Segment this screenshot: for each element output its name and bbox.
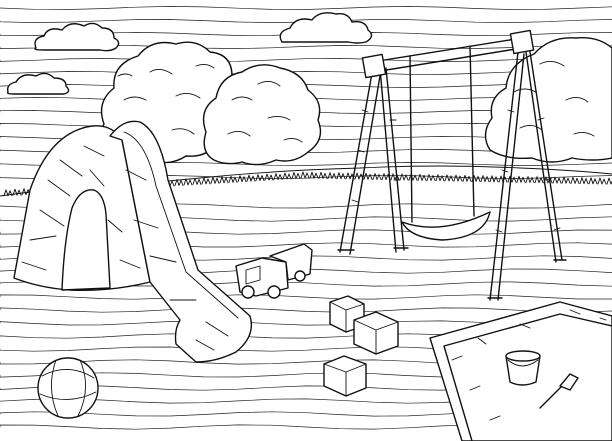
grass-tuft — [427, 175, 435, 181]
grass-tuft — [202, 178, 210, 184]
grass-tuft — [292, 173, 300, 179]
grass-tuft — [247, 175, 255, 181]
grass-tuft — [319, 172, 327, 178]
grass-tuft — [184, 179, 192, 185]
toy-bucket — [506, 351, 540, 385]
grass-tuft — [400, 174, 408, 180]
cloud-left — [35, 23, 119, 50]
grass-tuft — [193, 178, 201, 184]
grass-tuft — [418, 174, 426, 180]
grass-tuft — [328, 173, 336, 179]
grass-tuft — [211, 177, 219, 183]
bush-tree-center — [204, 65, 321, 165]
grass-tuft — [409, 174, 417, 180]
bush-tree-right — [485, 38, 612, 162]
grass-tuft — [391, 174, 399, 180]
grass-tuft — [571, 177, 579, 183]
grass-tuft — [445, 175, 453, 181]
grass-tuft — [337, 173, 345, 179]
toy-block-bottom — [324, 356, 366, 396]
grass-tuft — [229, 176, 237, 182]
sky-hatch-line — [0, 19, 612, 22]
ground-hatch-line — [0, 295, 612, 299]
grass-tuft — [175, 180, 183, 186]
grass-tuft — [490, 176, 498, 182]
grass-tuft — [598, 178, 606, 184]
grass-tuft — [364, 173, 372, 179]
grass-tuft — [220, 177, 228, 183]
grass-tuft — [13, 189, 21, 195]
cloud-center — [280, 13, 371, 43]
cloud-small-left — [8, 73, 69, 94]
grass-tuft — [238, 176, 246, 182]
grass-tuft — [256, 175, 264, 181]
grass-tuft — [310, 172, 318, 178]
grass-tuft — [346, 173, 354, 179]
beach-ball — [38, 358, 98, 418]
grass-tuft — [373, 174, 381, 180]
grass-tuft — [274, 174, 282, 180]
grass-tuft — [22, 189, 30, 195]
sky-hatch-line — [0, 6, 612, 9]
grass-tuft — [463, 175, 471, 181]
swing-set — [338, 30, 566, 300]
grass-tuft — [517, 176, 525, 182]
grass-tuft — [562, 177, 570, 183]
grass-tuft — [481, 176, 489, 182]
grass-tuft — [436, 175, 444, 181]
grass-tuft — [508, 176, 516, 182]
grass-tuft — [544, 177, 552, 183]
grass-tuft — [607, 178, 612, 184]
grass-tuft — [526, 177, 534, 183]
toy-block-front — [354, 312, 398, 354]
grass-tuft — [580, 178, 588, 184]
slide — [14, 121, 251, 362]
toy-truck — [236, 244, 312, 298]
grass-tuft — [535, 177, 543, 183]
grass-tuft — [553, 177, 561, 183]
grass-tuft — [454, 175, 462, 181]
grass-tuft — [4, 190, 12, 196]
grass-tuft — [283, 173, 291, 179]
grass-tuft — [382, 174, 390, 180]
sky-hatch-line — [0, 58, 612, 61]
ground-hatch-line — [0, 308, 612, 312]
grass-tuft — [265, 174, 273, 180]
grass-tuft — [301, 172, 309, 178]
grass-tuft — [589, 178, 597, 184]
grass-tuft — [355, 173, 363, 179]
toy-shovel — [540, 374, 578, 408]
